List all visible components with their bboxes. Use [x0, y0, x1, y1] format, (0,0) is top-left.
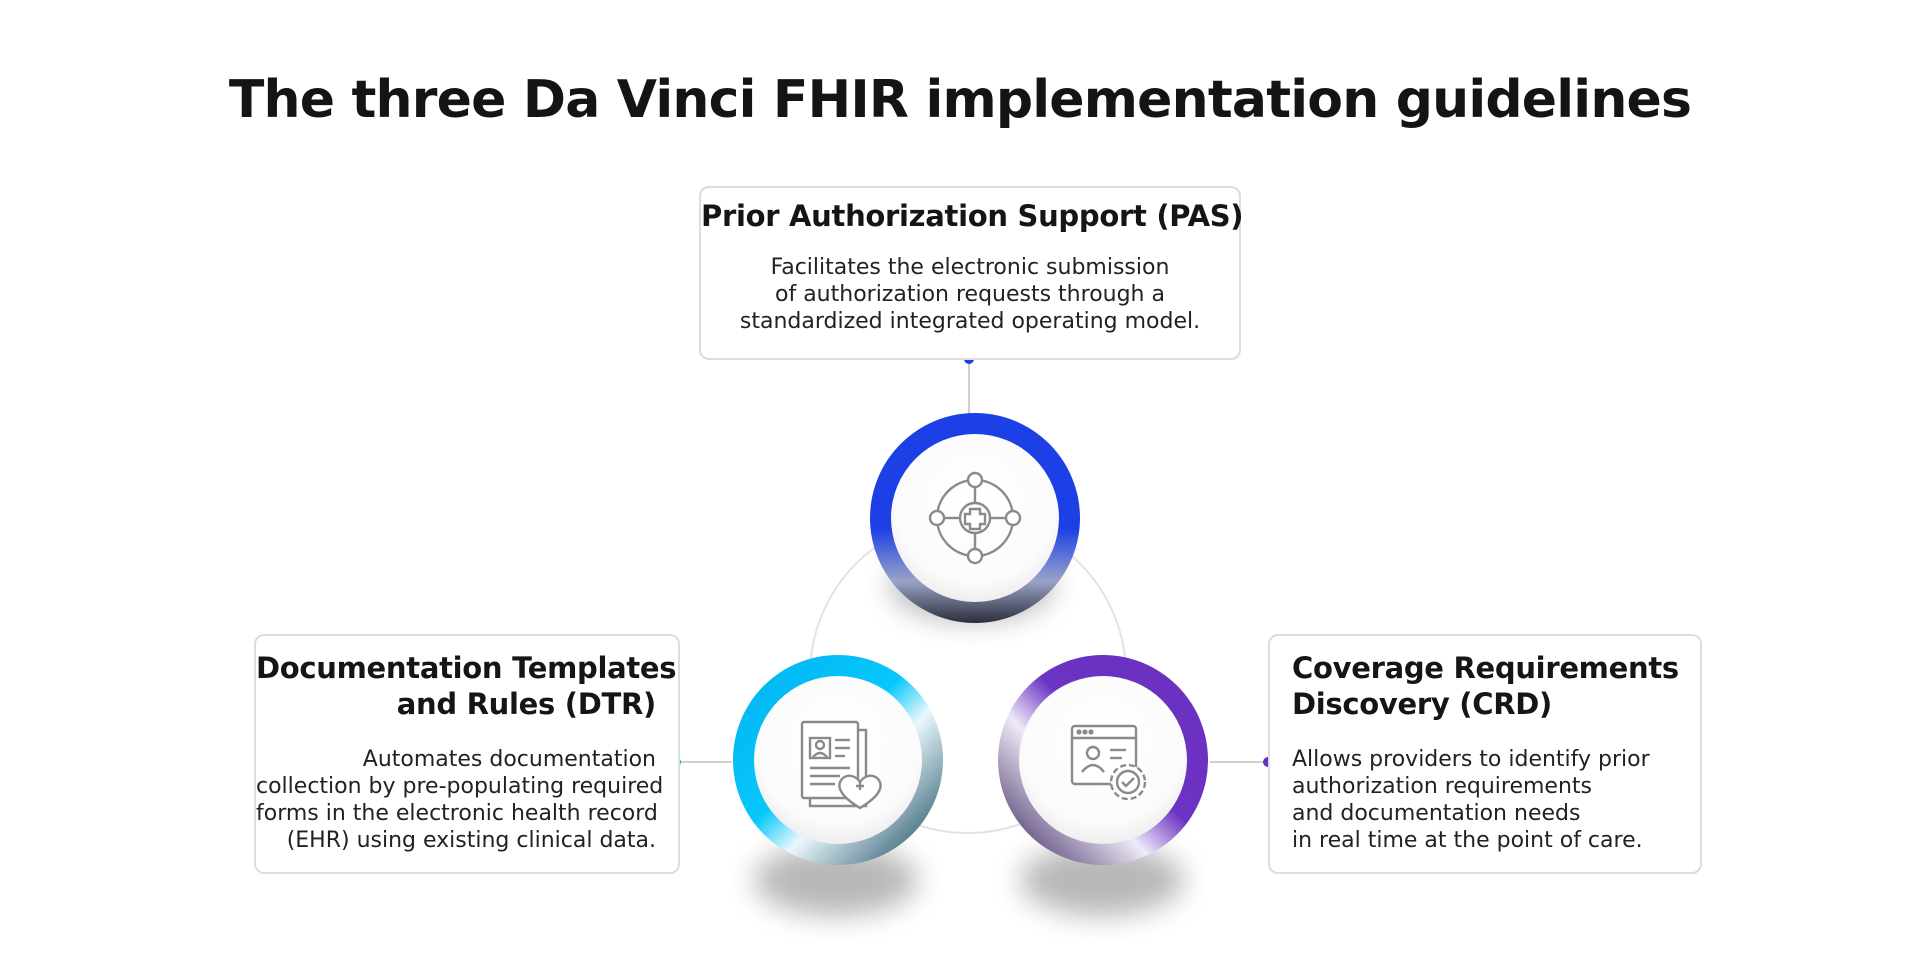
- pas-description: Facilitates the electronic submission of…: [701, 254, 1239, 335]
- dtr-description-line: collection by pre-populating required: [256, 774, 664, 799]
- crd-description-line: authorization requirements: [1292, 774, 1592, 799]
- crd-description-line: and documentation needs: [1292, 801, 1581, 826]
- dtr-card: Documentation Templates and Rules (DTR) …: [254, 634, 680, 874]
- dtr-description-line: Automates documentation: [362, 747, 656, 772]
- health-record-icon: [800, 720, 882, 810]
- crd-description: Allows providers to identify prior autho…: [1292, 746, 1700, 854]
- dtr-heading-line: Documentation Templates: [256, 651, 677, 685]
- medical-network-icon: [928, 471, 1022, 565]
- crd-description-line: Allows providers to identify prior: [1292, 747, 1650, 772]
- pas-card: Prior Authorization Support (PAS) Facili…: [699, 186, 1244, 360]
- crd-heading: Coverage Requirements Discovery (CRD): [1292, 650, 1700, 722]
- pas-description-line: of authorization requests through a: [775, 282, 1165, 307]
- dtr-heading-line: and Rules (DTR): [396, 687, 657, 721]
- pas-description-line: Facilitates the electronic submission: [770, 255, 1170, 280]
- page-title: The three Da Vinci FHIR implementation g…: [228, 70, 1692, 130]
- dtr-heading: Documentation Templates and Rules (DTR): [256, 650, 677, 722]
- pas-heading-line: Prior Authorization Support (PAS): [701, 199, 1244, 233]
- pas-node: [870, 413, 1080, 623]
- dtr-node: [733, 655, 943, 865]
- dtr-description-line: forms in the electronic health record: [256, 801, 658, 826]
- crd-node: [998, 655, 1208, 865]
- crd-card: Coverage Requirements Discovery (CRD) Al…: [1268, 634, 1702, 874]
- dtr-node-shadow: [754, 844, 918, 916]
- dtr-description: Automates documentation collection by pr…: [256, 746, 664, 854]
- user-settings-window-icon: [1070, 724, 1147, 801]
- pas-description-line: standardized integrated operating model.: [739, 309, 1201, 334]
- dtr-description-line: (EHR) using existing clinical data.: [286, 828, 656, 853]
- crd-heading-line: Coverage Requirements: [1292, 651, 1679, 685]
- crd-description-line: in real time at the point of care.: [1292, 828, 1643, 853]
- crd-node-shadow: [1020, 844, 1184, 916]
- pas-heading: Prior Authorization Support (PAS): [701, 198, 1244, 234]
- crd-heading-line: Discovery (CRD): [1292, 687, 1552, 721]
